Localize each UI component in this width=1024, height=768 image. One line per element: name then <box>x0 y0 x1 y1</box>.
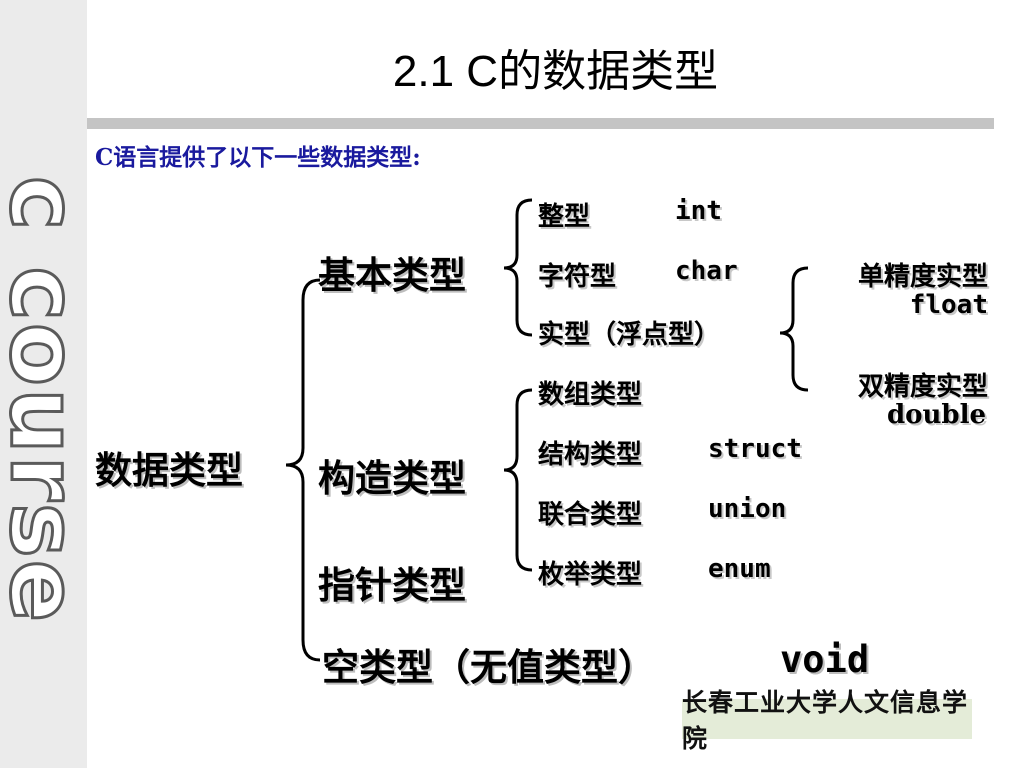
array-label: 数组类型 <box>538 380 643 410</box>
basic-type-label: 基本类型 <box>318 254 466 297</box>
intro-text: C语言提供了以下一些数据类型: <box>95 144 421 171</box>
union-keyword: union <box>708 494 787 524</box>
void-keyword: void <box>780 638 870 681</box>
school-name-banner: 长春工业大学人文信息学院 <box>682 688 972 753</box>
double-keyword: double <box>886 400 986 430</box>
enum-label: 枚举类型 <box>538 560 643 590</box>
int-label: 整型 <box>538 202 591 232</box>
float-label: 单精度实型 <box>857 262 988 292</box>
enum-keyword: enum <box>708 554 771 584</box>
double-label: 双精度实型 <box>857 372 988 402</box>
union-label: 联合类型 <box>538 500 643 530</box>
title-divider <box>87 118 994 129</box>
page-title: 2.1 C的数据类型 <box>392 47 719 96</box>
int-keyword: int <box>675 196 722 226</box>
void-type-label: 空类型（无值类型） <box>322 646 655 689</box>
struct-keyword: struct <box>708 434 802 464</box>
struct-type-label: 构造类型 <box>318 457 466 500</box>
pointer-type-label: 指针类型 <box>318 564 466 607</box>
sidebar: c course <box>0 0 99 768</box>
float-keyword: float <box>909 290 988 320</box>
bracket-real <box>779 266 809 392</box>
real-label: 实型（浮点型） <box>538 320 721 350</box>
char-keyword: char <box>675 256 738 286</box>
struct-label: 结构类型 <box>538 440 643 470</box>
char-label: 字符型 <box>538 262 617 292</box>
root-label: 数据类型 <box>95 449 243 492</box>
bracket-basic <box>503 198 533 337</box>
bracket-root <box>285 278 321 662</box>
bracket-struct <box>503 388 533 572</box>
